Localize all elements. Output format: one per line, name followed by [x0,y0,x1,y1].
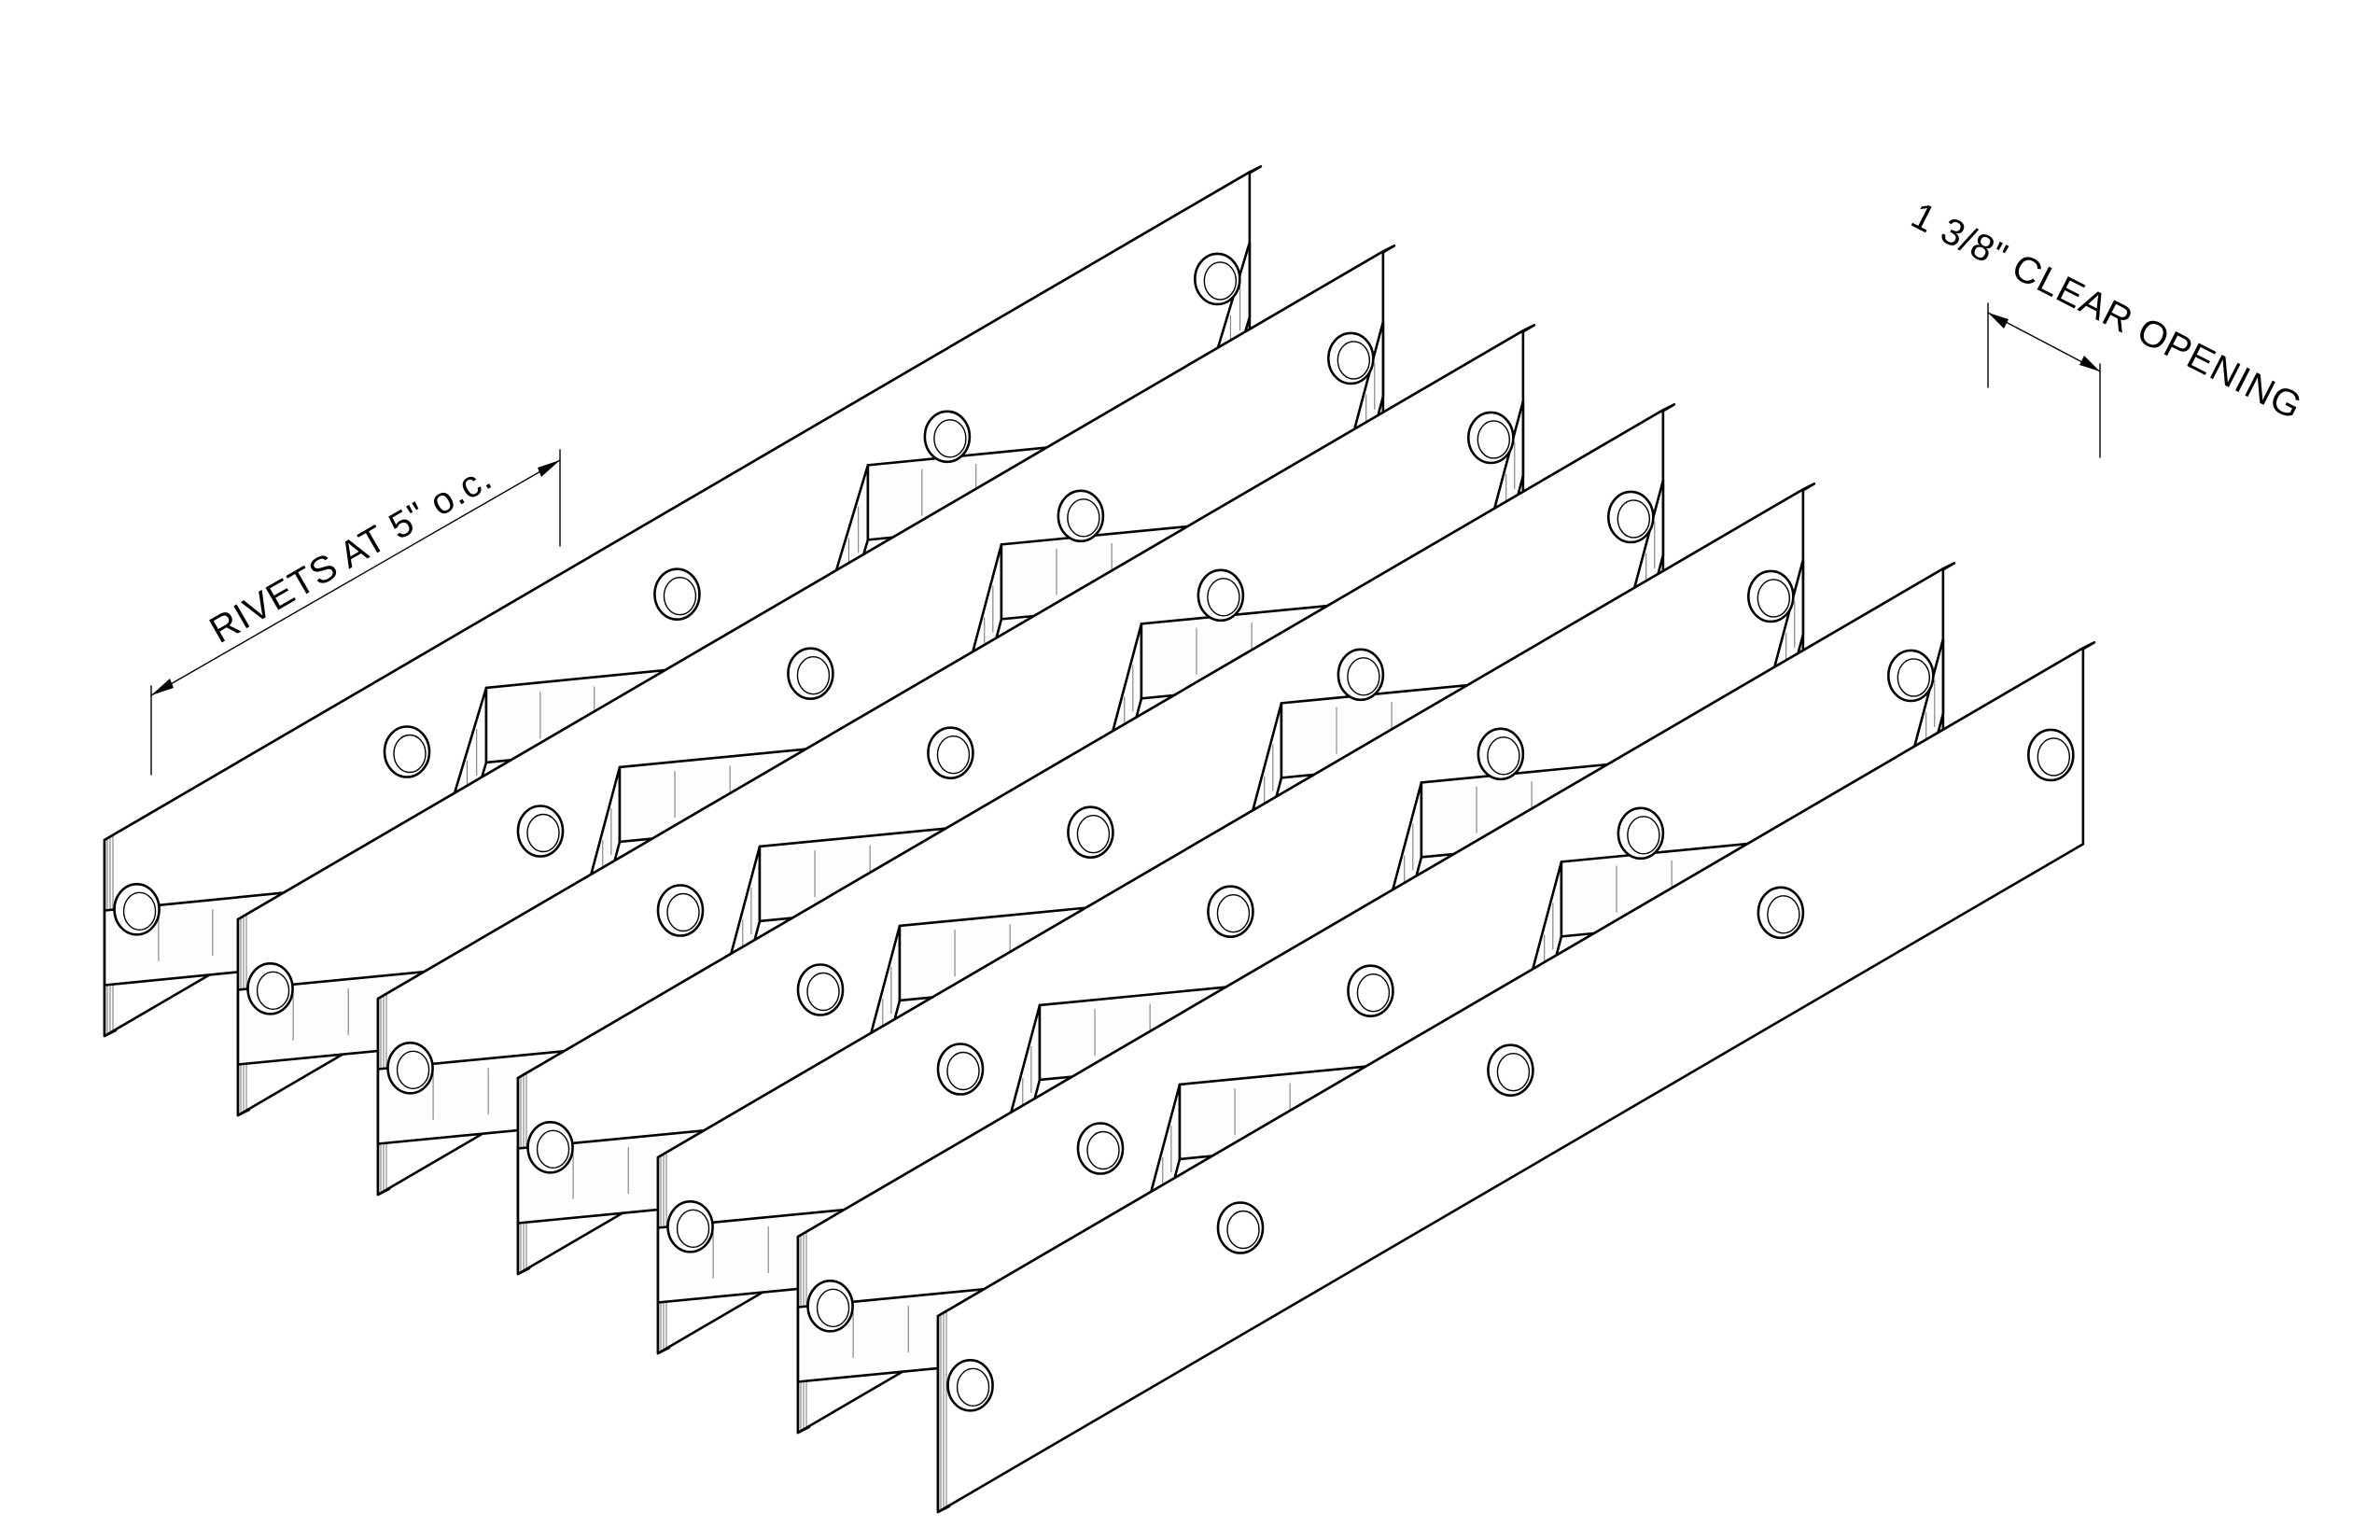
rivet-head [383,725,431,778]
rivet-head [246,962,294,1015]
rivet-head [1194,252,1241,306]
rivets [113,252,2075,1412]
rivet-head [1337,648,1385,702]
rivet-head [666,1200,714,1253]
rivet-head [1487,1043,1534,1097]
rivet-head [1887,649,1935,703]
rivet-head [1747,569,1795,623]
rivet-head [656,884,705,937]
rivet-head [936,1043,985,1096]
rivet-head [1216,1201,1265,1254]
rivet-head [113,883,161,936]
rivet-head [806,1280,854,1333]
rivet-head [653,567,701,621]
rivet-head [1757,886,1805,940]
rivet-head [787,647,834,700]
rivet-head [1467,411,1515,465]
rivet-head [1207,885,1254,938]
clear-opening-label: 1 3/8" CLEAR OPENING [1905,195,2309,428]
rivet-head [386,1042,434,1095]
rivet-head [1057,489,1105,543]
rivet-head [1617,806,1665,861]
rivet-head [1347,964,1394,1017]
rivet-head [1327,331,1375,385]
rivet-head [946,1359,994,1412]
rivet-head [1076,1122,1125,1175]
rivet-head [516,805,565,858]
rivet-head [1477,727,1525,781]
rivet-spacing-label: RIVETS AT 5" o.c. [203,456,499,651]
rivet-head [1197,568,1245,623]
rivet-head [1607,490,1655,544]
rivet-head [1067,805,1114,859]
rivet-head [796,963,845,1016]
clear-opening-dimension: 1 3/8" CLEAR OPENING [1905,195,2309,458]
rivet-head [526,1121,574,1174]
rivet-head [927,726,974,779]
rivet-head [923,410,972,464]
rivet-head [2027,728,2075,782]
